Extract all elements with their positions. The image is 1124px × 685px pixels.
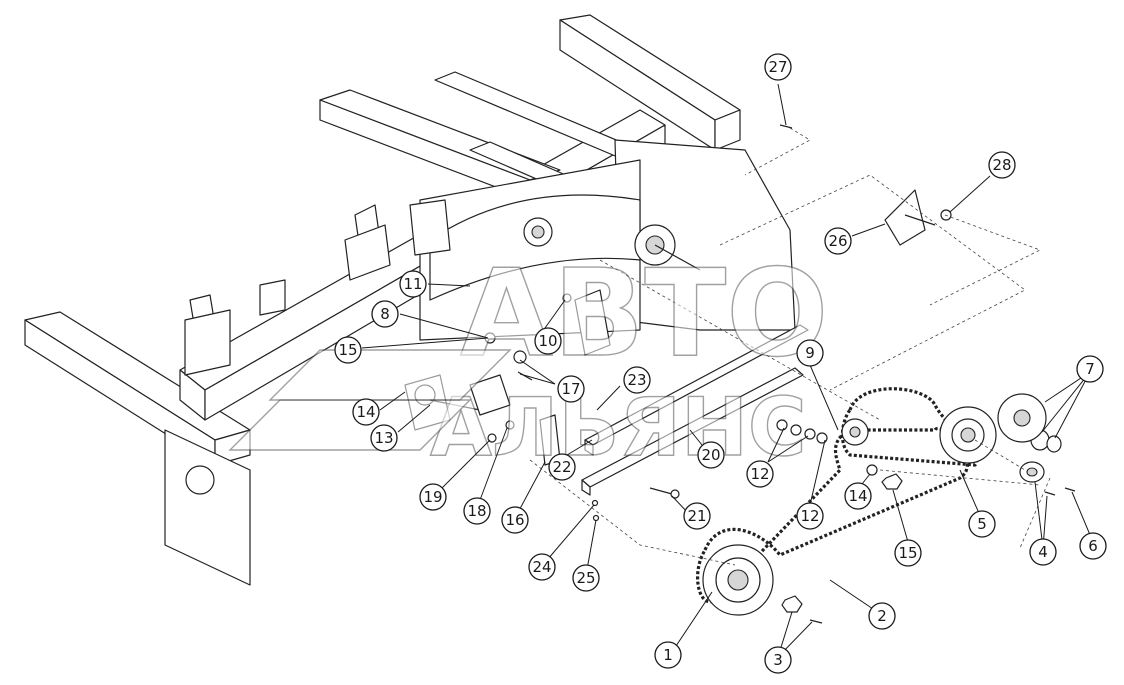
svg-text:23: 23 (627, 371, 646, 389)
svg-text:5: 5 (977, 515, 987, 533)
svg-text:7: 7 (1085, 360, 1095, 378)
callout-2: 2 (868, 602, 896, 630)
svg-text:16: 16 (505, 511, 524, 529)
svg-text:18: 18 (467, 502, 486, 520)
chain-drive (696, 387, 1047, 616)
callout-9: 9 (796, 339, 824, 367)
callout-3: 3 (764, 646, 792, 674)
callout-11: 11 (399, 270, 427, 298)
svg-text:2: 2 (877, 607, 887, 625)
callout-13: 13 (370, 424, 398, 452)
callout-20: 20 (697, 441, 725, 469)
callout-16: 16 (501, 506, 529, 534)
svg-text:6: 6 (1088, 537, 1098, 555)
svg-text:14: 14 (848, 487, 867, 505)
watermark-line1: АВТО (460, 245, 828, 384)
svg-text:24: 24 (532, 558, 551, 576)
svg-text:10: 10 (538, 332, 557, 350)
callout-1: 1 (654, 641, 682, 669)
callout-22: 22 (548, 453, 576, 481)
frame-assembly (24, 14, 796, 586)
callout-12-upper: 12 (746, 460, 774, 488)
svg-text:8: 8 (380, 305, 390, 323)
callout-7: 7 (1076, 355, 1104, 383)
callout-17: 17 (557, 375, 585, 403)
svg-text:14: 14 (356, 403, 375, 421)
svg-text:12: 12 (800, 507, 819, 525)
svg-text:9: 9 (805, 344, 815, 362)
callout-12-lower: 12 (796, 502, 824, 530)
svg-text:26: 26 (828, 232, 847, 250)
callout-23: 23 (623, 366, 651, 394)
callout-10: 10 (534, 327, 562, 355)
callout-24: 24 (528, 553, 556, 581)
callout-15-upper: 15 (334, 336, 362, 364)
callout-14-left: 14 (352, 398, 380, 426)
svg-text:11: 11 (403, 275, 422, 293)
svg-text:3: 3 (773, 651, 783, 669)
callout-8: 8 (371, 300, 399, 328)
callout-18: 18 (463, 497, 491, 525)
svg-text:13: 13 (374, 429, 393, 447)
svg-text:27: 27 (768, 58, 787, 76)
svg-text:12: 12 (750, 465, 769, 483)
svg-text:15: 15 (898, 544, 917, 562)
callout-14-right: 14 (844, 482, 872, 510)
svg-text:20: 20 (701, 446, 720, 464)
callout-26: 26 (824, 227, 852, 255)
callout-4: 4 (1029, 538, 1057, 566)
svg-text:15: 15 (338, 341, 357, 359)
callout-27: 27 (764, 53, 792, 81)
callout-21: 21 (683, 502, 711, 530)
assembly-lines (529, 127, 1051, 566)
watermark-line2: АЛЬЯНС (430, 381, 807, 474)
svg-text:21: 21 (687, 507, 706, 525)
callout-15-lower: 15 (894, 539, 922, 567)
watermark: АВТО АЛЬЯНС (228, 244, 829, 475)
svg-text:28: 28 (992, 156, 1011, 174)
svg-text:1: 1 (663, 646, 673, 664)
svg-text:22: 22 (552, 458, 571, 476)
callouts: 27 28 26 11 8 10 15 9 7 23 17 14 13 20 2… (334, 53, 1107, 674)
svg-text:19: 19 (423, 488, 442, 506)
callout-5: 5 (968, 510, 996, 538)
callout-25: 25 (572, 564, 600, 592)
svg-text:17: 17 (561, 380, 580, 398)
svg-text:25: 25 (576, 569, 595, 587)
callout-28: 28 (988, 151, 1016, 179)
callout-6: 6 (1079, 532, 1107, 560)
svg-text:4: 4 (1038, 543, 1048, 561)
callout-19: 19 (419, 483, 447, 511)
